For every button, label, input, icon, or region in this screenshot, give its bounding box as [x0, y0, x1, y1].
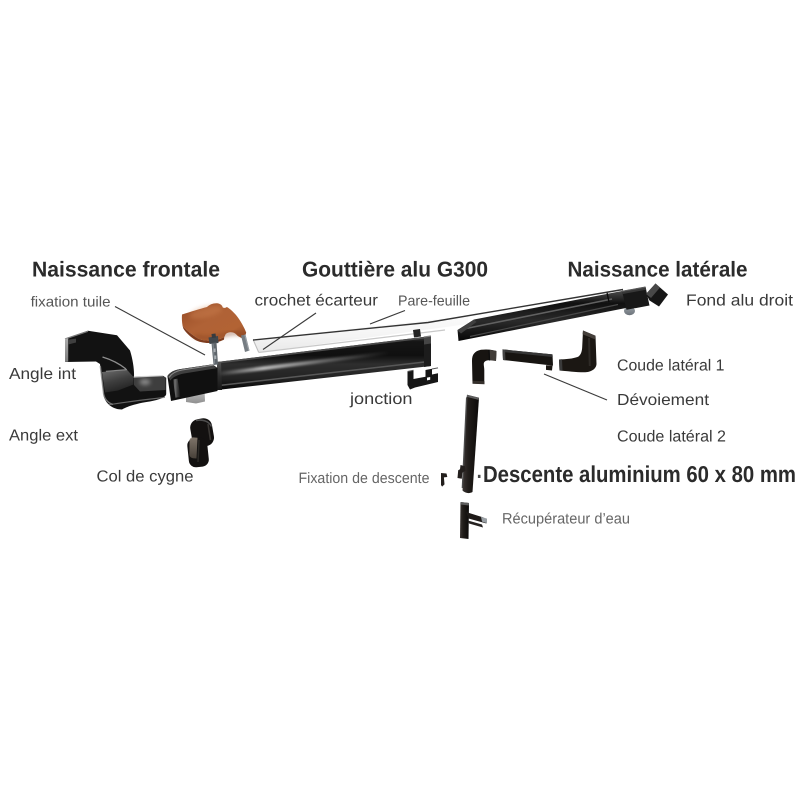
svg-text:Col de cygne: Col de cygne: [97, 469, 194, 486]
svg-text:Coude latéral 2: Coude latéral 2: [617, 428, 726, 445]
svg-text:Coude latéral 1: Coude latéral 1: [617, 357, 725, 374]
svg-text:Naissance frontale: Naissance frontale: [32, 257, 220, 281]
svg-text:fixation tuile: fixation tuile: [31, 295, 111, 311]
svg-text:Pare-feuille: Pare-feuille: [398, 294, 470, 310]
svg-text:Fond alu droit: Fond alu droit: [686, 292, 794, 309]
svg-text:Dévoiement: Dévoiement: [617, 392, 710, 409]
svg-text:jonction: jonction: [349, 391, 413, 408]
svg-text:Angle int: Angle int: [9, 366, 77, 383]
svg-text:Fixation de descente: Fixation de descente: [299, 470, 430, 487]
svg-text:Naissance latérale: Naissance latérale: [568, 257, 748, 281]
svg-text:Récupérateur d’eau: Récupérateur d’eau: [502, 511, 630, 528]
svg-text:Descente aluminium 60 x 80 mm: Descente aluminium 60 x 80 mm: [483, 461, 796, 487]
svg-text:Angle ext: Angle ext: [9, 428, 79, 445]
svg-text:Gouttière alu G300: Gouttière alu G300: [302, 257, 488, 281]
svg-text:crochet écarteur: crochet écarteur: [255, 292, 379, 309]
